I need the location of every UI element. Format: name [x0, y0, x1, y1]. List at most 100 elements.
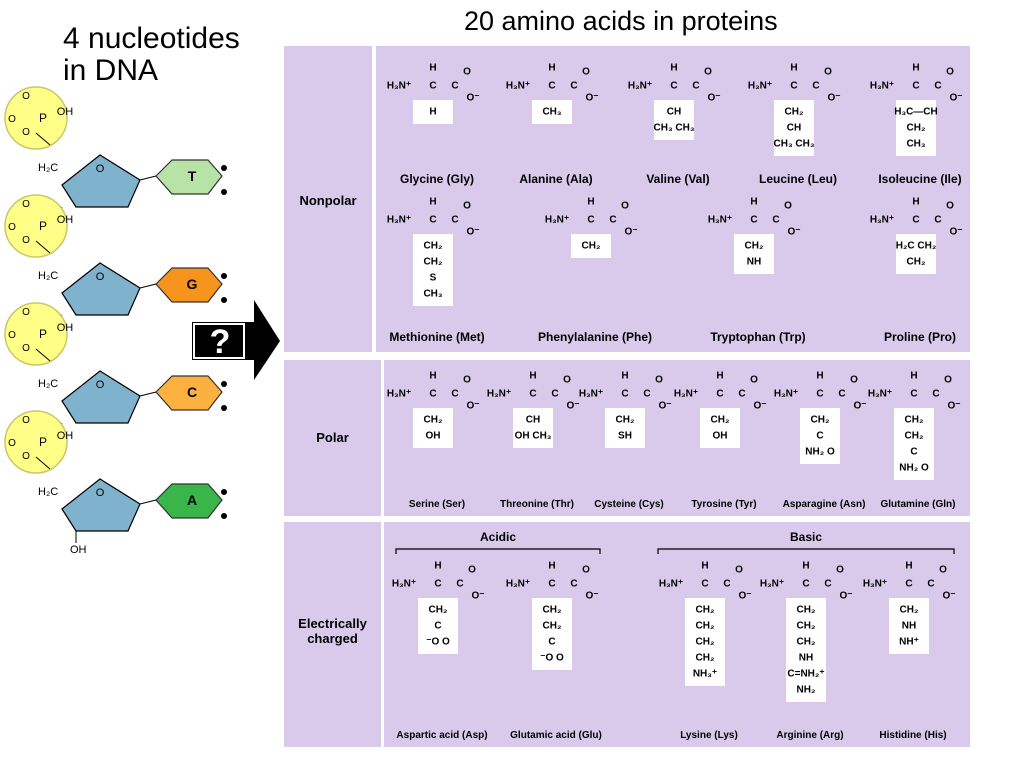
carboxyl-carbon: C: [932, 388, 940, 400]
side-chain-atom: NH⁺: [899, 636, 919, 648]
side-chain-atom: NH₂ O: [805, 446, 835, 458]
amino-group: H₃N⁺: [862, 578, 888, 590]
charged-label-line1: Electrically: [298, 616, 367, 631]
amino-group: H₃N⁺: [673, 388, 699, 400]
amino-acid-name: Phenylalanine (Phe): [537, 330, 653, 344]
phosphate-atom: P: [39, 219, 47, 233]
phosphate-atom: O: [22, 91, 30, 102]
alpha-hydrogen: H: [910, 370, 918, 382]
base-letter: C: [187, 384, 197, 400]
side-chain-atom: NH: [798, 652, 814, 664]
basic-label: Basic: [789, 530, 823, 544]
carboxyl-oxygen: O: [944, 374, 952, 386]
side-chain-box: [700, 408, 740, 448]
nucleotides-title-line1: 4 nucleotides: [63, 22, 240, 55]
phosphate-atom: O: [8, 330, 16, 341]
side-chain-box: [413, 100, 453, 124]
charged-panel: [384, 522, 970, 747]
alpha-carbon: C: [912, 80, 920, 92]
h2c-label: H₂C: [38, 270, 58, 282]
hbond-dot: [221, 273, 227, 279]
amino-acid-name: Histidine (His): [879, 730, 947, 741]
carboxyl-carbon: C: [934, 214, 942, 226]
h2c-label: H₂C: [38, 486, 58, 498]
amino-group: H₃N⁺: [867, 388, 893, 400]
side-chain-atom: NH: [901, 620, 917, 632]
side-chain-atom: CH₂: [695, 636, 715, 648]
side-chain-box: [774, 100, 814, 156]
charged-label-line2: charged: [307, 631, 358, 646]
side-chain-atom: CH₂: [615, 414, 635, 426]
carboxyl-carbon: C: [451, 80, 459, 92]
side-chain-box: [413, 408, 453, 448]
alpha-hydrogen: H: [429, 196, 437, 208]
group-brackets: [395, 548, 955, 554]
carboxyl-oxygen-minus: O⁻: [853, 400, 867, 412]
carboxyl-oxygen: O: [939, 564, 947, 576]
side-chain-atom: NH: [746, 256, 762, 268]
side-chain-atom: S: [429, 272, 437, 284]
phosphate-atom: OH: [57, 214, 74, 226]
base-ring: [155, 267, 223, 303]
side-chain-box: [734, 234, 774, 274]
side-chain-box: [896, 234, 936, 274]
carboxyl-oxygen: O: [946, 66, 954, 78]
side-chain-atom: ⁻O O: [426, 636, 450, 648]
alpha-hydrogen: H: [905, 560, 913, 572]
carboxyl-carbon: C: [824, 578, 832, 590]
amino-acid-name: Glutamic acid (Glu): [510, 730, 602, 741]
alpha-carbon: C: [548, 578, 556, 590]
side-chain-box: [532, 100, 572, 124]
phosphate-atom: O: [22, 199, 30, 210]
question-mark: ?: [210, 323, 231, 361]
alpha-carbon: C: [910, 388, 918, 400]
carboxyl-oxygen: O: [836, 564, 844, 576]
side-chain-atom: CH₂: [796, 636, 816, 648]
side-chain-atom: OH: [425, 430, 441, 442]
hbond-dot: [221, 165, 227, 171]
side-chain-box: [685, 598, 725, 686]
side-chain-atom: CH₃ CH₃: [773, 138, 815, 150]
amino-acid-name: Valine (Val): [646, 172, 710, 186]
alpha-hydrogen: H: [912, 196, 920, 208]
carboxyl-oxygen-minus: O⁻: [753, 400, 767, 412]
amino-group: H₃N⁺: [386, 214, 412, 226]
ring-oxygen: O: [96, 487, 105, 499]
polar-label-panel: [284, 360, 381, 516]
sugar-ring: [61, 154, 141, 208]
amino-group: H₃N⁺: [747, 80, 773, 92]
side-chain-atom: CH₂: [899, 604, 919, 616]
phosphate-atom: OH: [57, 106, 74, 118]
carboxyl-carbon: C: [738, 388, 746, 400]
carboxyl-oxygen: O: [563, 374, 571, 386]
side-chain-atom: CH: [666, 106, 682, 118]
phosphate-atom: OH: [57, 430, 74, 442]
base-letter: T: [188, 168, 197, 184]
side-chain-atom: CH₂: [423, 414, 443, 426]
phosphate-group: [4, 302, 68, 366]
acidic-label: Acidic: [479, 530, 517, 544]
alpha-carbon: C: [529, 388, 537, 400]
amino-group: H₃N⁺: [391, 578, 417, 590]
side-chain-atom: C: [548, 636, 556, 648]
amino-group: H₃N⁺: [773, 388, 799, 400]
side-chain-atom: CH₂: [542, 620, 562, 632]
alpha-carbon: C: [716, 388, 724, 400]
side-chain-box: [889, 598, 929, 654]
side-chain-atom: H₃C—CH: [894, 106, 938, 118]
base-ring: [155, 159, 223, 195]
carboxyl-oxygen: O: [582, 564, 590, 576]
side-chain-atom: CH₃ CH₃: [653, 122, 695, 134]
carboxyl-carbon: C: [927, 578, 935, 590]
carboxyl-carbon: C: [570, 578, 578, 590]
nonpolar-panel: [376, 46, 970, 352]
carboxyl-oxygen-minus: O⁻: [466, 400, 480, 412]
carboxyl-carbon: C: [609, 214, 617, 226]
phosphate-atom: O: [8, 438, 16, 449]
alpha-hydrogen: H: [816, 370, 824, 382]
alpha-carbon: C: [816, 388, 824, 400]
carboxyl-carbon: C: [812, 80, 820, 92]
charged-label-panel: [284, 522, 381, 747]
h2c-label: H₂C: [38, 378, 58, 390]
hbond-dot: [221, 189, 227, 195]
